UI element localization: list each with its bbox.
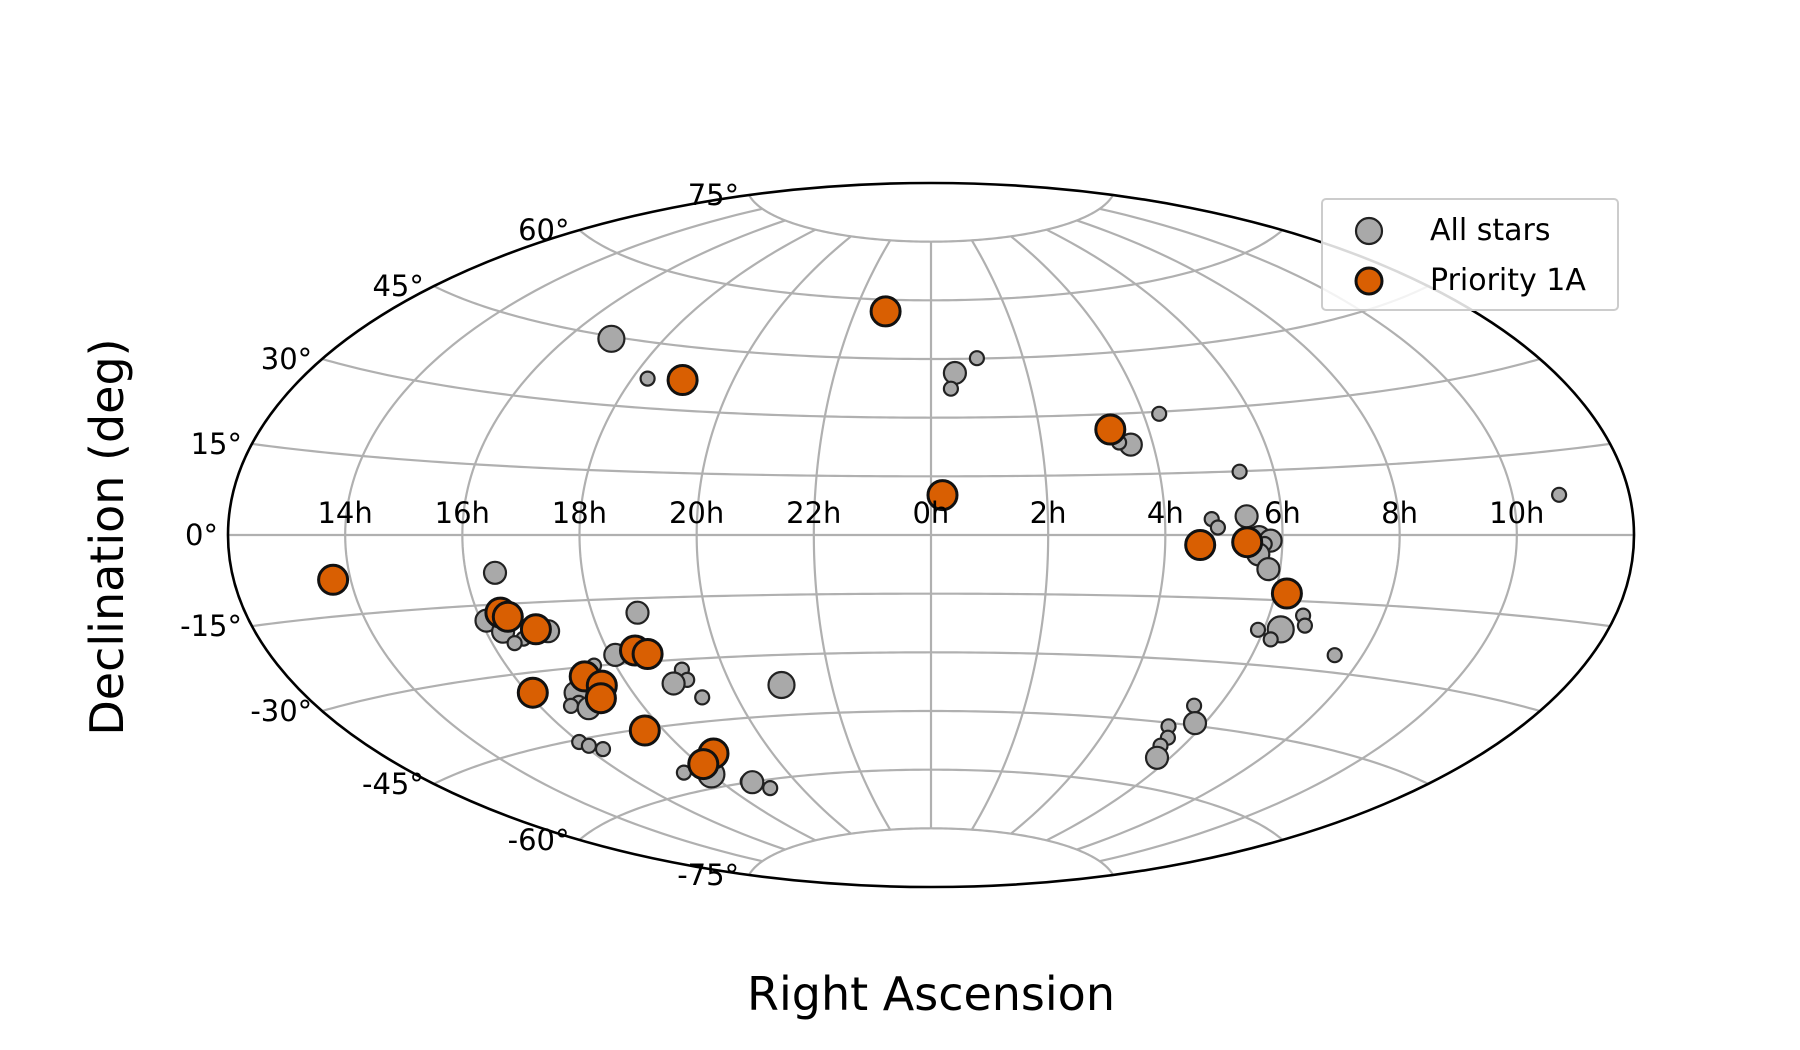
all-stars-point [1234, 504, 1259, 529]
dec-tick-label: -75° [677, 858, 739, 892]
ra-tick-label: 6h [1264, 496, 1301, 530]
all-stars-point [597, 324, 626, 353]
all-stars-point [1151, 405, 1168, 422]
ra-tick-label: 4h [1147, 496, 1184, 530]
priority-1a-point [491, 600, 524, 633]
priority-1a-point [628, 714, 661, 747]
priority-1a-point [631, 638, 664, 670]
ra-tick-label: 16h [435, 496, 490, 530]
meridian-line [1010, 235, 1167, 835]
all-stars-point [1262, 631, 1279, 648]
all-stars-point [968, 350, 986, 367]
dec-tick-label: -30° [250, 694, 312, 728]
legend: All stars Priority 1A [1321, 198, 1619, 311]
ra-tick-label: 20h [669, 496, 724, 530]
meridian-line [1046, 228, 1284, 842]
ra-tick-label: 0h [912, 496, 949, 530]
priority-1a-point [516, 676, 549, 709]
all-stars-point [942, 360, 968, 386]
priority-1a-point [926, 479, 959, 512]
x-axis-label: Right Ascension [747, 967, 1115, 1021]
all-stars-point [1550, 486, 1568, 503]
all-stars-point [767, 670, 796, 700]
all-stars-point [694, 689, 711, 706]
dec-tick-label: -60° [508, 823, 570, 857]
meridian-line [461, 219, 786, 851]
priority-1a-point [317, 563, 350, 596]
dec-tick-label: 60° [518, 213, 569, 247]
dec-tick-label: 15° [191, 427, 242, 461]
ra-tick-label: 2h [1030, 496, 1067, 530]
legend-label-priority-1a: Priority 1A [1430, 263, 1586, 298]
all-stars-point [594, 740, 612, 758]
dec-tick-label: -45° [362, 767, 424, 801]
priority-1a-point [1231, 526, 1264, 559]
priority-1a-point [687, 748, 720, 781]
tick-labels: 14h 16h 18h 20h 22h 0h 2h 4h 6h 8h 10h -75° -60° -45°… [180, 178, 1544, 892]
all-stars-point [1326, 647, 1343, 664]
ra-tick-label: 8h [1381, 496, 1418, 530]
all-stars-point [1144, 745, 1170, 770]
meridian-line [578, 228, 816, 842]
all-stars-point [740, 770, 765, 795]
y-axis-label: Declination (deg) [80, 338, 134, 735]
ellipse-border [226, 181, 1636, 889]
all-stars-point [625, 600, 650, 625]
all-stars-point [1182, 710, 1208, 736]
priority-1a-point [584, 682, 617, 715]
all-stars-point [1249, 621, 1267, 638]
meridian-line [1076, 219, 1401, 851]
all-stars-point [506, 634, 523, 652]
all-stars-point [762, 779, 779, 797]
priority-1a-point [1270, 577, 1303, 610]
all-stars-point [1296, 617, 1314, 634]
ra-tick-label: 14h [317, 496, 372, 530]
priority-1a-point [519, 613, 552, 646]
ra-tick-label: 22h [786, 496, 841, 530]
meridian-line [344, 207, 763, 863]
all-stars-point [1256, 556, 1281, 582]
data-points [317, 295, 1568, 797]
meridian-line [970, 239, 1050, 831]
priority-1a-point [666, 364, 699, 396]
all-stars-point [1209, 519, 1227, 536]
priority-1a-point [869, 295, 902, 328]
all-stars-point [562, 697, 580, 715]
all-stars-point [580, 737, 598, 754]
all-stars-point [482, 560, 508, 585]
all-stars-point [942, 380, 960, 397]
legend-marker-priority-1a [1354, 266, 1384, 296]
all-stars-point [639, 370, 656, 387]
priority-1a-point [1094, 413, 1127, 446]
dec-tick-label: 30° [261, 342, 312, 376]
all-stars-point [1185, 697, 1203, 714]
ra-tick-label: 18h [552, 496, 607, 530]
all-stars-point [1231, 463, 1248, 480]
legend-frame [1321, 198, 1619, 311]
all-stars-point [661, 671, 686, 696]
dec-tick-label: 45° [372, 269, 423, 303]
legend-label-all-stars: All stars [1430, 213, 1550, 248]
dec-tick-label: -15° [180, 609, 242, 643]
priority-1a-point [1184, 529, 1217, 561]
meridian-line [695, 235, 852, 835]
map-outline [226, 181, 1636, 889]
dec-tick-label: 75° [688, 178, 739, 212]
meridian-line [812, 239, 892, 831]
legend-marker-all-stars [1354, 216, 1384, 246]
ra-tick-label: 10h [1489, 496, 1544, 530]
dec-tick-label: 0° [185, 518, 218, 552]
